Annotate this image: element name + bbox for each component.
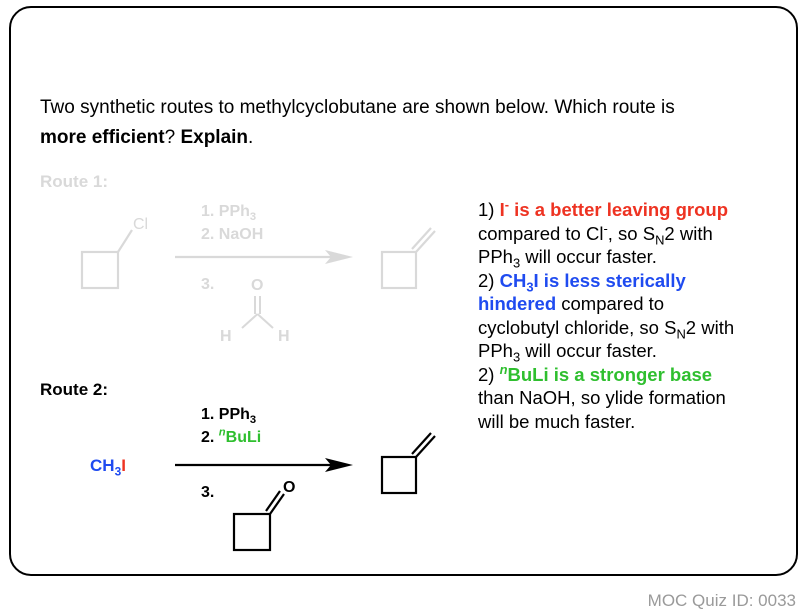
explanation-point-2-line-4: PPh3 will occur faster.: [478, 339, 798, 365]
explanation-point-1-line-1: 1) I- is a better leaving group: [478, 198, 798, 222]
expl-p1-highlight: is a better leaving group: [509, 199, 729, 220]
expl-p1-l2sub: N: [655, 232, 665, 248]
route2-reagent-1: 1. PPh3: [201, 405, 257, 427]
route2-label: Route 2:: [40, 380, 108, 399]
route1-reagent-3: 3.: [201, 276, 215, 293]
route2-reagent-3: 3.: [201, 484, 215, 501]
route1-reagent-1-sub: 3: [249, 211, 257, 224]
route2-start-iodine: I: [121, 456, 126, 475]
expl-p1-l2a: compared to Cl: [478, 222, 604, 244]
route1-cl-atom: Cl: [133, 216, 149, 233]
question-bold-efficient: more efficient: [40, 127, 165, 148]
route2-reagent-2-sup: n: [218, 426, 226, 439]
route2-reagent-1-sub: 3: [249, 414, 257, 427]
question-line-1: Two synthetic routes to methylcyclobutan…: [40, 97, 675, 118]
expl-p1-num: 1): [478, 199, 500, 220]
expl-p1-l3b: will occur faster.: [520, 246, 657, 267]
expl-p2-l4sub: 3: [512, 349, 521, 365]
question-text: Two synthetic routes to methylcyclobutan…: [40, 93, 675, 153]
route1-label: Route 1:: [40, 172, 108, 191]
quiz-card: [9, 6, 798, 576]
expl-p2-hl-b: I is less sterically: [533, 269, 686, 291]
route1-aldehyde-o: O: [251, 277, 264, 294]
route2-product-methylenecyclobutane: [380, 432, 436, 495]
expl-p1-l2b: , so S: [607, 222, 656, 244]
route2-reagent-2-name: BuLi: [225, 429, 262, 446]
expl-p1-l2sup: -: [603, 220, 608, 236]
expl-p1-l2c: 2 with: [664, 222, 713, 244]
explanation-point-3-line-3: will be much faster.: [478, 410, 636, 432]
expl-p2-l3sub: N: [676, 326, 686, 342]
question-line-2: more efficient? Explain.: [40, 123, 675, 153]
expl-p1-iodide-charge: -: [504, 196, 510, 212]
expl-p2-l2b: compared to: [556, 293, 665, 314]
expl-p2-l3b: 2 with: [685, 316, 735, 338]
route2-reagent-1-text: 1. PPh: [201, 406, 250, 423]
expl-p2-l3a: cyclobutyl chloride, so S: [478, 316, 677, 338]
expl-p3-num: 2): [478, 363, 500, 385]
expl-p2-hl-sub: 3: [526, 279, 534, 295]
explanation: 1) I- is a better leaving group compared…: [478, 198, 798, 433]
expl-p1-l3a: PPh: [478, 246, 513, 267]
expl-p2-num: 2): [478, 269, 500, 291]
route2-cyclobutanone: [232, 490, 285, 552]
explanation-point-1-line-2: compared to Cl-, so SN2 with: [478, 220, 798, 248]
expl-p1-iodide: I: [499, 199, 505, 220]
question-bold-explain: Explain: [180, 127, 249, 148]
expl-p3-hl-b: BuLi is a stronger base: [507, 363, 713, 385]
quiz-id: MOC Quiz ID: 0033: [647, 591, 796, 610]
route2-start-ch3i: CH3I: [90, 456, 126, 479]
route1-c-cl-bond: [117, 229, 133, 253]
route2-start-ch: CH: [90, 456, 115, 475]
explanation-point-3-line-2: than NaOH, so ylide formation: [478, 387, 726, 408]
explanation-point-1-line-3: PPh3 will occur faster.: [478, 245, 798, 271]
expl-p1-l3sub: 3: [512, 255, 521, 271]
route2-start-sub: 3: [114, 464, 122, 479]
route2-ketone-o: O: [283, 479, 296, 496]
route2-reagent-2: 2. nBuLi: [201, 426, 262, 448]
explanation-point-3-line-1: 2) nBuLi is a stronger base: [478, 361, 798, 387]
route1-reagent-2: 2. NaOH: [201, 226, 264, 243]
expl-p2-l4b: will occur faster.: [520, 340, 657, 361]
route1-aldehyde-h-left: H: [220, 328, 232, 345]
expl-p2-l2hl: hindered: [478, 293, 557, 314]
route2-arrow: [175, 458, 353, 472]
expl-p2-l4a: PPh: [478, 340, 513, 361]
route1-arrow: [175, 250, 353, 264]
route1-chlorocyclobutane: [80, 229, 133, 290]
explanation-point-2-line-1: 2) CH3I is less sterically: [478, 269, 798, 295]
question-end: .: [248, 127, 254, 148]
route1-reagent-1: 1. PPh3: [201, 202, 257, 224]
explanation-point-2-line-2: hindered compared to: [478, 292, 798, 316]
route1-formaldehyde: [241, 296, 274, 329]
route1-ring: [80, 250, 120, 290]
question-mid: ?: [164, 127, 181, 148]
route2-reagent-2-num: 2.: [201, 429, 219, 446]
route1-reagent-1-text: 1. PPh: [201, 203, 250, 220]
expl-p2-hl-a: CH: [499, 269, 527, 291]
explanation-point-2-line-3: cyclobutyl chloride, so SN2 with: [478, 316, 798, 342]
expl-p3-hl-sup: n: [499, 361, 508, 377]
route1-product-methylenecyclobutane: [380, 227, 436, 290]
route1-aldehyde-h-right: H: [278, 328, 290, 345]
